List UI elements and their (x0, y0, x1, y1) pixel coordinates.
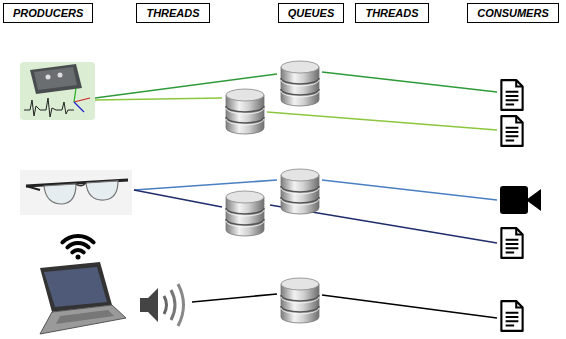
laptop (40, 262, 126, 334)
header-label: CONSUMERS (477, 6, 549, 20)
wifi-icon-part (72, 250, 83, 252)
wifi-icon (62, 236, 93, 260)
consumer-icons-part (500, 186, 528, 214)
thread-lines-part (322, 295, 497, 318)
consumer-icons-part (526, 189, 541, 211)
eye-tracking-glasses-part (20, 170, 132, 215)
laptop-part (56, 310, 114, 324)
sensor-device-part (74, 88, 76, 102)
header-label: PRODUCERS (13, 6, 83, 20)
consumer-icons-part (501, 116, 522, 146)
eye-tracking-glasses-part (86, 181, 118, 200)
thread-lines-part (134, 180, 277, 190)
header-label: THREADS (146, 6, 199, 20)
laptop-part (40, 305, 126, 334)
consumer-icons-part (501, 228, 522, 258)
sensor-device (20, 62, 95, 120)
consumer-icons (500, 80, 541, 331)
header-box: PRODUCERS (3, 3, 93, 23)
sensor-device-part (74, 102, 84, 112)
queue-databases-part (281, 278, 319, 323)
eye-tracking-glasses-part (26, 186, 40, 190)
thread-lines-part (322, 72, 497, 92)
sensor-device-part (58, 73, 63, 78)
laptop-part (40, 262, 112, 312)
sensor-device-part (30, 64, 82, 94)
thread-lines-part (192, 294, 277, 302)
thread-lines-part (267, 112, 497, 130)
wifi-icon-part (76, 255, 81, 260)
laptop-part (44, 267, 107, 307)
sensor-device-part (20, 62, 95, 120)
queue-databases-part (281, 169, 319, 214)
queue-databases-part (226, 191, 264, 236)
speaker-icon-part (140, 288, 158, 322)
eye-tracking-glasses-part (44, 184, 76, 204)
header-box: THREADS (355, 3, 428, 23)
speaker-icon-part (164, 296, 167, 314)
queue-databases-part (226, 89, 264, 134)
consumer-icons-part (501, 80, 522, 110)
speaker-icon-part (171, 290, 175, 320)
thread-lines-part (322, 180, 497, 200)
eye-tracking-glasses (20, 170, 132, 215)
thread-lines-part (95, 98, 222, 100)
header-label: QUEUES (288, 6, 334, 20)
header-box: THREADS (136, 3, 209, 23)
queue-databases-part (281, 61, 319, 106)
speaker-icon-part (178, 284, 184, 326)
speaker-icon (140, 284, 184, 326)
sensor-device-part (24, 98, 74, 117)
header-box: CONSUMERS (467, 3, 559, 23)
wifi-icon-part (67, 243, 88, 247)
sensor-device-part (46, 75, 51, 80)
queue-databases (226, 61, 319, 323)
header-box: QUEUES (278, 3, 344, 23)
header-label: THREADS (365, 6, 418, 20)
sensor-device-part (74, 98, 90, 102)
eye-tracking-glasses-part (76, 183, 86, 186)
consumer-icons-part (501, 301, 522, 331)
thread-lines-part (134, 190, 222, 207)
sensor-device-part (34, 67, 77, 90)
